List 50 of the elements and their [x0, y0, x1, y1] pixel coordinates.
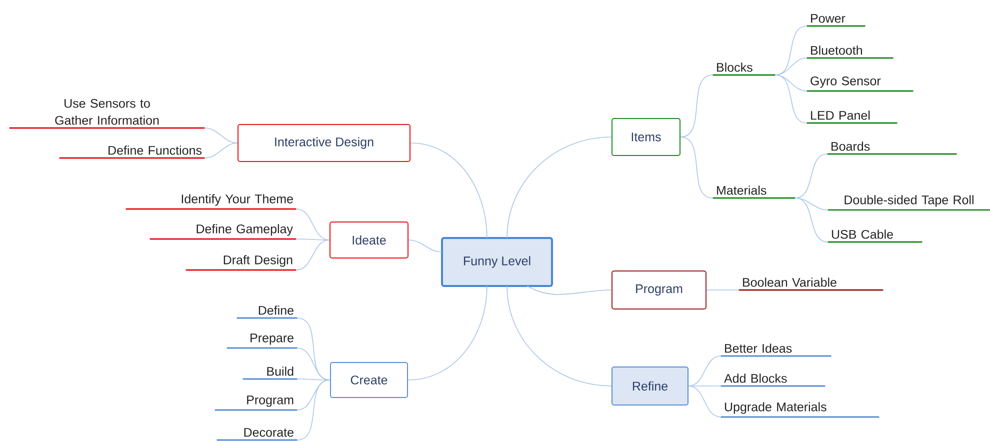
underlined-topic: Define — [236, 306, 298, 319]
connector — [408, 240, 442, 252]
underlined-topic: Define Gameplay — [150, 224, 296, 240]
connector — [506, 136, 612, 238]
connector — [296, 240, 330, 270]
underlined-topic: Power — [806, 14, 866, 27]
connector — [410, 142, 488, 238]
underlined-topic: Draft Design — [186, 255, 296, 271]
underlined-topic: Add Blocks — [720, 374, 826, 387]
connector — [204, 142, 238, 158]
central-topic-box: Funny Level — [441, 237, 553, 287]
connector — [688, 386, 722, 418]
underlined-topic: Double-sided Tape Roll — [828, 195, 990, 211]
underlined-topic: Define Functions — [59, 146, 205, 159]
topic-box: Interactive Design — [238, 124, 410, 162]
connector — [794, 154, 828, 198]
connector — [506, 286, 612, 386]
underlined-topic: Program — [214, 396, 298, 411]
underlined-topic: Gyro Sensor — [806, 76, 914, 92]
connector — [296, 238, 330, 240]
topic-box: Create — [330, 362, 408, 398]
connector — [204, 128, 238, 144]
connector — [774, 74, 808, 124]
underlined-topic: Blocks — [712, 62, 776, 76]
topic-box: Refine — [612, 366, 688, 406]
underlined-topic: Boards — [827, 142, 957, 155]
connector — [526, 286, 612, 295]
connector — [794, 198, 828, 242]
connector — [794, 198, 828, 210]
underlined-topic: USB Cable — [828, 230, 922, 243]
connector — [296, 380, 330, 440]
topic-box: Items — [612, 118, 680, 156]
connector — [774, 58, 808, 76]
underlined-topic: Boolean Variable — [738, 278, 884, 291]
connector — [408, 286, 488, 380]
underlined-topic: Bluetooth — [806, 46, 894, 59]
connector — [680, 136, 714, 198]
underlined-topic: Identify Your Theme — [126, 194, 296, 210]
underlined-topic: Materials — [712, 186, 796, 199]
underlined-topic: Upgrade Materials — [720, 402, 880, 418]
underlined-topic: Decorate — [216, 428, 298, 441]
underlined-topic: Build — [242, 366, 298, 380]
topic-box: Ideate — [330, 222, 408, 258]
underlined-topic: Better Ideas — [720, 344, 832, 357]
underlined-topic: LED Panel — [806, 110, 898, 124]
underlined-topic: Prepare — [226, 334, 298, 349]
underlined-topic: Use Sensors to Gather Information — [9, 98, 205, 129]
topic-box: Program — [612, 270, 706, 310]
connector — [680, 74, 714, 138]
connector — [296, 378, 330, 380]
